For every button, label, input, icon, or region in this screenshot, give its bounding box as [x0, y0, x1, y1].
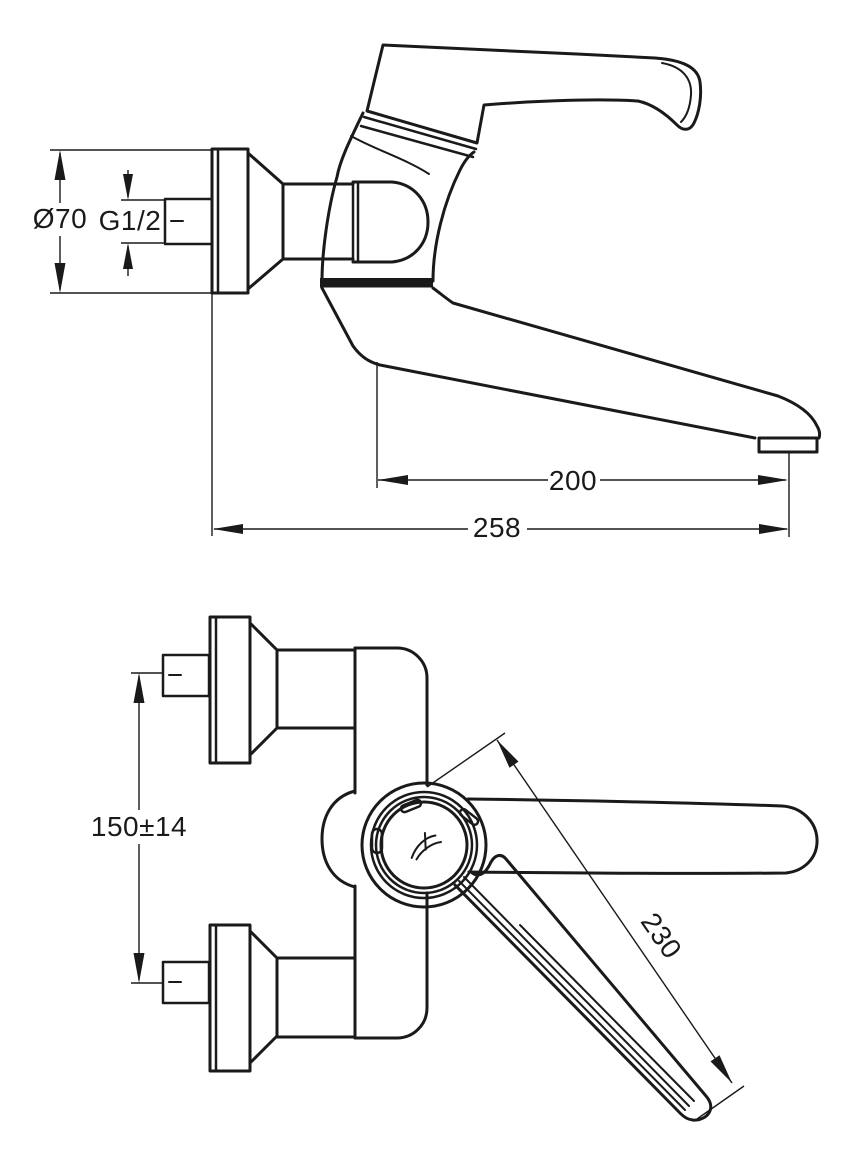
check-valve-housing [351, 180, 430, 264]
inlet-pipe-side [281, 182, 355, 261]
lever-handle-front [466, 797, 819, 875]
front-view [131, 615, 819, 1122]
hub-collar-ring-outer [369, 790, 479, 900]
arrowhead [378, 475, 408, 485]
hub-collar-ring-inner [374, 795, 474, 895]
spout-contour-lines [458, 876, 695, 1111]
arrowhead [710, 1055, 732, 1083]
cap-groove-lines [359, 115, 478, 159]
body-boss-bulge [320, 789, 357, 889]
faucet-body-side [320, 111, 476, 283]
wall-escutcheon-top [208, 615, 252, 765]
wall-escutcheon-bottom [208, 923, 252, 1073]
wall-flange-side [163, 147, 285, 295]
dim-label-spout-reach: 200 [548, 465, 598, 496]
dim-label-inlet-spacing: 150±14 [90, 811, 188, 842]
dim-label-total-reach: 258 [472, 512, 522, 543]
arrowhead [123, 174, 133, 200]
hub-escutcheon-circle [360, 781, 488, 909]
body-spout-shadow-band [320, 278, 433, 288]
arrowhead [133, 673, 145, 703]
arrowhead [758, 475, 788, 485]
top-inlet-connector [161, 615, 357, 765]
dim-label-thread-size: G1/2 [98, 205, 162, 236]
arrowhead [133, 953, 145, 983]
arrowhead [497, 740, 519, 768]
arrowhead [54, 263, 66, 293]
collar-slot-right [458, 807, 480, 827]
flange-cone-side [246, 151, 285, 291]
nipple-thread-band [167, 219, 210, 223]
arrowhead [213, 524, 243, 534]
spout-side [320, 286, 822, 454]
faucet-body-front [320, 646, 429, 1040]
flange-cone-top [248, 621, 279, 757]
arrowhead [759, 524, 789, 534]
arrowhead [54, 150, 66, 180]
inlet-pipe-top [275, 648, 357, 730]
brand-logo-mark [410, 831, 443, 861]
arrowhead [123, 243, 133, 269]
handle-hub [360, 781, 819, 1122]
dimension-lines-front [131, 672, 745, 1120]
dimension-lines-side [50, 149, 790, 537]
side-view [50, 43, 822, 537]
hub-cap-disc [379, 800, 469, 890]
dim-label-flange-diameter: Ø70 [32, 203, 88, 234]
lever-handle-side [359, 43, 703, 159]
body-rim-contour [350, 135, 430, 175]
flange-cone-bottom [248, 929, 279, 1065]
bottom-inlet-connector [161, 923, 357, 1073]
lever-hook-contour [661, 62, 693, 123]
aerator [757, 436, 819, 454]
inlet-pipe-bottom [275, 956, 357, 1039]
spout-front [453, 853, 713, 1122]
wall-escutcheon-side [210, 147, 250, 295]
